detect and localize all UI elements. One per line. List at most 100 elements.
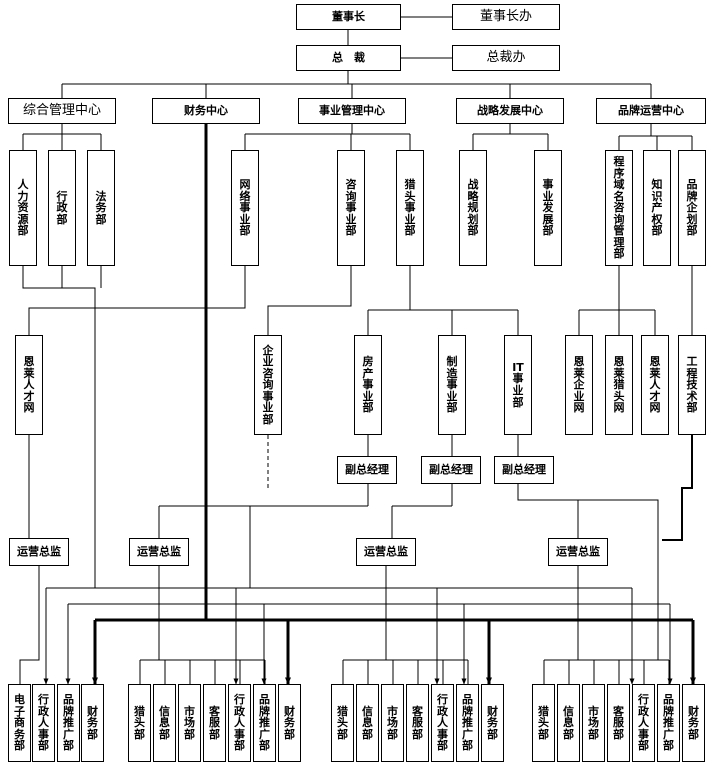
node-g3-admin-hr: 行政人事部 [431, 684, 454, 762]
node-g3-headhunt: 猎头部 [331, 684, 354, 762]
node-g2-headhunt: 猎头部 [128, 684, 151, 762]
node-label: 运营总监 [137, 545, 181, 559]
node-manufacturing-dept: 制造事业部 [438, 335, 466, 435]
node-label: 副总经理 [502, 463, 546, 477]
node-g1-brand-promo: 品牌推广部 [57, 684, 80, 762]
node-label: 制造事业部 [446, 355, 458, 415]
node-enterprise-consult-dept: 企业咨询事业部 [254, 335, 282, 435]
node-legal-dept: 法务部 [87, 150, 115, 266]
node-chairman-office: 董事长办 [452, 4, 560, 30]
connector [19, 566, 40, 684]
node-label: 行政人事部 [638, 693, 649, 753]
connector [267, 266, 352, 335]
node-label: 猎头部 [538, 704, 549, 741]
node-chairman: 董事长 [296, 4, 401, 30]
node-label: 行政部 [56, 189, 68, 226]
node-label: 副总经理 [429, 463, 473, 477]
connector [662, 435, 693, 541]
node-g2-admin-hr: 行政人事部 [228, 684, 251, 762]
node-label: 财务部 [688, 704, 699, 741]
node-ops-director-1: 运营总监 [9, 538, 69, 566]
node-label: 战略规划部 [467, 178, 479, 238]
node-g4-service: 客服部 [607, 684, 630, 762]
node-label: 企业咨询事业部 [262, 343, 274, 426]
node-label: 工程技术部 [686, 355, 698, 415]
node-label: 市场部 [387, 704, 398, 741]
node-label: 程序域名咨询管理部 [613, 155, 625, 261]
node-realestate-dept: 房产事业部 [354, 335, 382, 435]
node-deputy-gm-3: 副总经理 [494, 456, 554, 484]
node-g3-info: 信息部 [356, 684, 379, 762]
node-comprehensive-center: 综合管理中心 [8, 98, 116, 124]
node-ops-director-2: 运营总监 [129, 538, 189, 566]
node-g2-finance: 财务部 [278, 684, 301, 762]
node-label: 品牌推广部 [63, 693, 74, 753]
node-deputy-gm-1: 副总经理 [337, 456, 397, 484]
node-consult-dept: 咨询事业部 [337, 150, 365, 266]
node-g2-market: 市场部 [178, 684, 201, 762]
node-label: 市场部 [588, 704, 599, 741]
node-label: 运营总监 [364, 545, 408, 559]
node-enlai-talent-web-1: 恩莱人才网 [15, 335, 43, 435]
node-label: 财务中心 [184, 104, 228, 118]
node-g3-brand-promo: 品牌推广部 [456, 684, 479, 762]
node-g2-info: 信息部 [153, 684, 176, 762]
node-label: 恩莱人才网 [649, 355, 661, 415]
node-g1-finance: 财务部 [81, 684, 104, 762]
node-label: 战略发展中心 [477, 104, 543, 118]
node-label: 信息部 [563, 704, 574, 741]
node-g4-finance: 财务部 [682, 684, 705, 762]
node-label: 行政人事部 [38, 693, 49, 753]
node-label: 电子商务部 [14, 693, 25, 753]
node-label: 客服部 [209, 704, 220, 741]
node-label: 恩莱猎头网 [613, 355, 625, 415]
node-ip-dept: 知识产权部 [643, 150, 671, 266]
node-enlai-headhunt-web: 恩莱猎头网 [605, 335, 633, 435]
node-label: 运营总监 [556, 545, 600, 559]
node-ops-director-3: 运营总监 [356, 538, 416, 566]
node-hr-dept: 人力资源部 [9, 150, 37, 266]
node-g3-finance: 财务部 [481, 684, 504, 762]
node-label: 总裁办 [486, 50, 526, 66]
node-enlai-talent-web-2: 恩莱人才网 [641, 335, 669, 435]
node-g2-brand-promo: 品牌推广部 [253, 684, 276, 762]
node-strategy-center: 战略发展中心 [456, 98, 564, 124]
node-finance-center: 财务中心 [152, 98, 260, 124]
node-g4-info: 信息部 [557, 684, 580, 762]
node-label: 品牌推广部 [663, 693, 674, 753]
node-label: 财务部 [87, 704, 98, 741]
node-president: 总 裁 [296, 45, 401, 71]
node-business-center: 事业管理中心 [298, 98, 406, 124]
node-label: 知识产权部 [651, 178, 663, 238]
node-label: IT事业部 [512, 360, 524, 409]
node-label: 客服部 [412, 704, 423, 741]
node-g3-market: 市场部 [381, 684, 404, 762]
node-label: 运营总监 [17, 545, 61, 559]
node-label: 猎头事业部 [404, 178, 416, 238]
node-label: 总 裁 [332, 51, 365, 65]
node-label: 财务部 [284, 704, 295, 741]
node-label: 行政人事部 [437, 693, 448, 753]
node-label: 猎头部 [134, 704, 145, 741]
node-label: 房产事业部 [362, 355, 374, 415]
node-label: 事业发展部 [542, 178, 554, 238]
node-strategy-plan-dept: 战略规划部 [459, 150, 487, 266]
connector [578, 499, 659, 660]
node-g4-market: 市场部 [582, 684, 605, 762]
node-admin-dept: 行政部 [48, 150, 76, 266]
node-label: 财务部 [487, 704, 498, 741]
node-label: 网络事业部 [239, 178, 251, 238]
connector [517, 484, 579, 538]
node-label: 咨询事业部 [345, 178, 357, 238]
node-g4-admin-hr: 行政人事部 [632, 684, 655, 762]
node-ops-director-4: 运营总监 [548, 538, 608, 566]
node-label: 法务部 [95, 189, 107, 226]
node-brand-center: 品牌运营中心 [596, 98, 706, 124]
node-president-office: 总裁办 [452, 45, 560, 71]
node-label: 品牌推广部 [259, 693, 270, 753]
node-label: 董事长办 [479, 9, 532, 25]
connector [22, 266, 96, 588]
node-enlai-enterprise-web: 恩莱企业网 [565, 335, 593, 435]
node-network-dept: 网络事业部 [231, 150, 259, 266]
